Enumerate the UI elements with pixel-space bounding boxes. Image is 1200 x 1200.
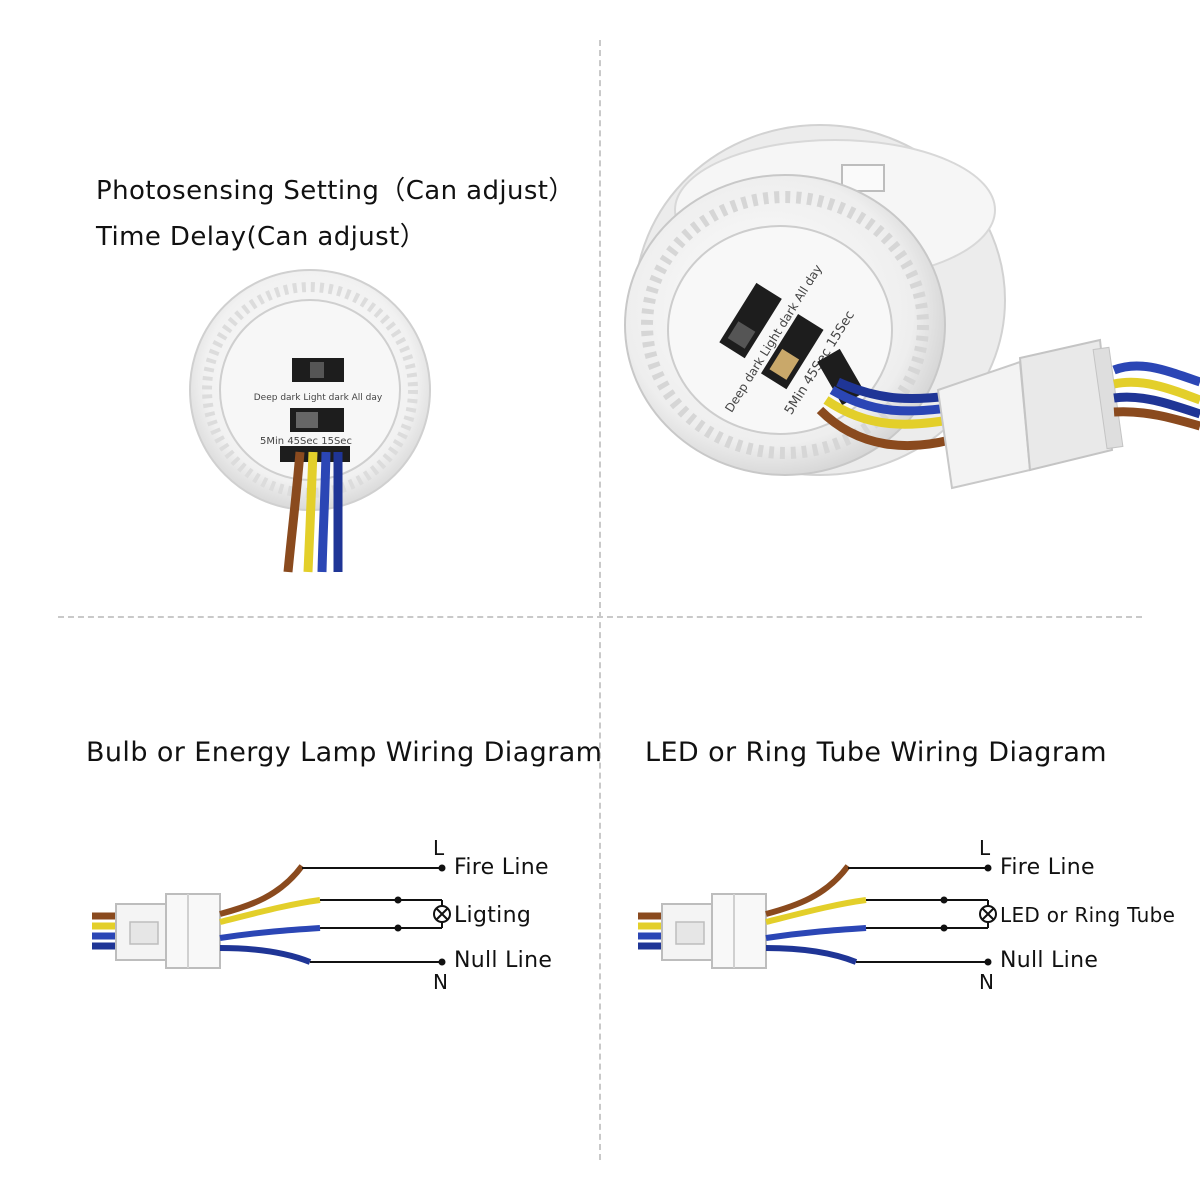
yellow-wire (823, 396, 951, 429)
fire-line-label: Fire Line (1000, 855, 1095, 880)
connector-plug (711, 893, 767, 969)
null-line-node (438, 958, 446, 966)
time-delay-caption: Time Delay(Can adjust） (96, 222, 427, 252)
led-ring-tube-label: LED or Ring Tube (1000, 903, 1176, 927)
lighting-node-top-left (394, 896, 402, 904)
fire-line-node (984, 864, 992, 872)
photosensing-switch-slider (727, 321, 756, 349)
terminal-l: L (433, 836, 445, 860)
fire-line-node (438, 864, 446, 872)
led-wiring-title: LED or Ring Tube Wiring Diagram (645, 737, 1107, 768)
wire-connector-plug (1018, 338, 1114, 472)
blue-wire-2 (765, 945, 858, 965)
blue-wire-out-2 (1113, 392, 1200, 419)
connector-latch (129, 921, 159, 945)
connector-latch (675, 921, 705, 945)
yellow-wire (765, 897, 867, 925)
brown-wire (219, 864, 305, 917)
knurled-ring (202, 282, 418, 498)
terminal-n: N (433, 970, 448, 994)
blue-wire (219, 925, 321, 941)
null-line-label: Null Line (454, 948, 553, 973)
led-node-top-left (940, 896, 948, 904)
led-node-bottom-left (940, 924, 948, 932)
blue-wire-out (1112, 361, 1200, 387)
vertical-divider (599, 40, 601, 1160)
switch-row1-label: Deep dark Light dark All day (254, 393, 383, 403)
terminal-n: N (979, 970, 994, 994)
photosensing-caption: Photosensing Setting（Can adjust） (96, 176, 575, 206)
connector-plug (165, 893, 221, 969)
yellow-wire-out (1113, 377, 1200, 405)
yellow-wire (219, 897, 321, 925)
brown-wire (765, 864, 851, 917)
blue-wire-2 (219, 945, 312, 965)
yellow-wire (303, 451, 318, 573)
null-line-node (984, 958, 992, 966)
switch-row2-label: 5Min 45Sec 15Sec (260, 436, 352, 447)
terminal-l: L (979, 836, 991, 860)
lamp-icon-cross-b (435, 907, 449, 921)
blue-wire-1 (317, 451, 331, 573)
led-wiring-diagram (638, 864, 997, 969)
horizontal-divider (58, 616, 1142, 618)
photosensing-switch-slider (310, 362, 324, 378)
sensor-front-photo: Deep dark Light dark All day 5Min 45Sec … (189, 269, 431, 573)
null-line-label: Null Line (1000, 948, 1099, 973)
brown-wire (816, 406, 952, 451)
blue-wire (765, 925, 867, 941)
lighting-label: Ligting (454, 903, 532, 928)
lamp-icon-cross-b (981, 907, 995, 921)
bulb-wiring-title: Bulb or Energy Lamp Wiring Diagram (86, 737, 603, 768)
brown-wire-out (1113, 407, 1200, 431)
time-delay-switch-slider (296, 412, 318, 428)
lighting-node-bottom-left (394, 924, 402, 932)
time-delay-switch-slider (769, 348, 800, 380)
sensor-angle-photo: Deep dark Light dark All day 5Min 45Sec … (624, 124, 1200, 490)
blue-wire-1 (829, 386, 951, 416)
fire-line-label: Fire Line (454, 855, 549, 880)
brown-wire (283, 451, 305, 573)
knurled-ring (641, 191, 929, 459)
bulb-wiring-diagram (92, 864, 451, 969)
